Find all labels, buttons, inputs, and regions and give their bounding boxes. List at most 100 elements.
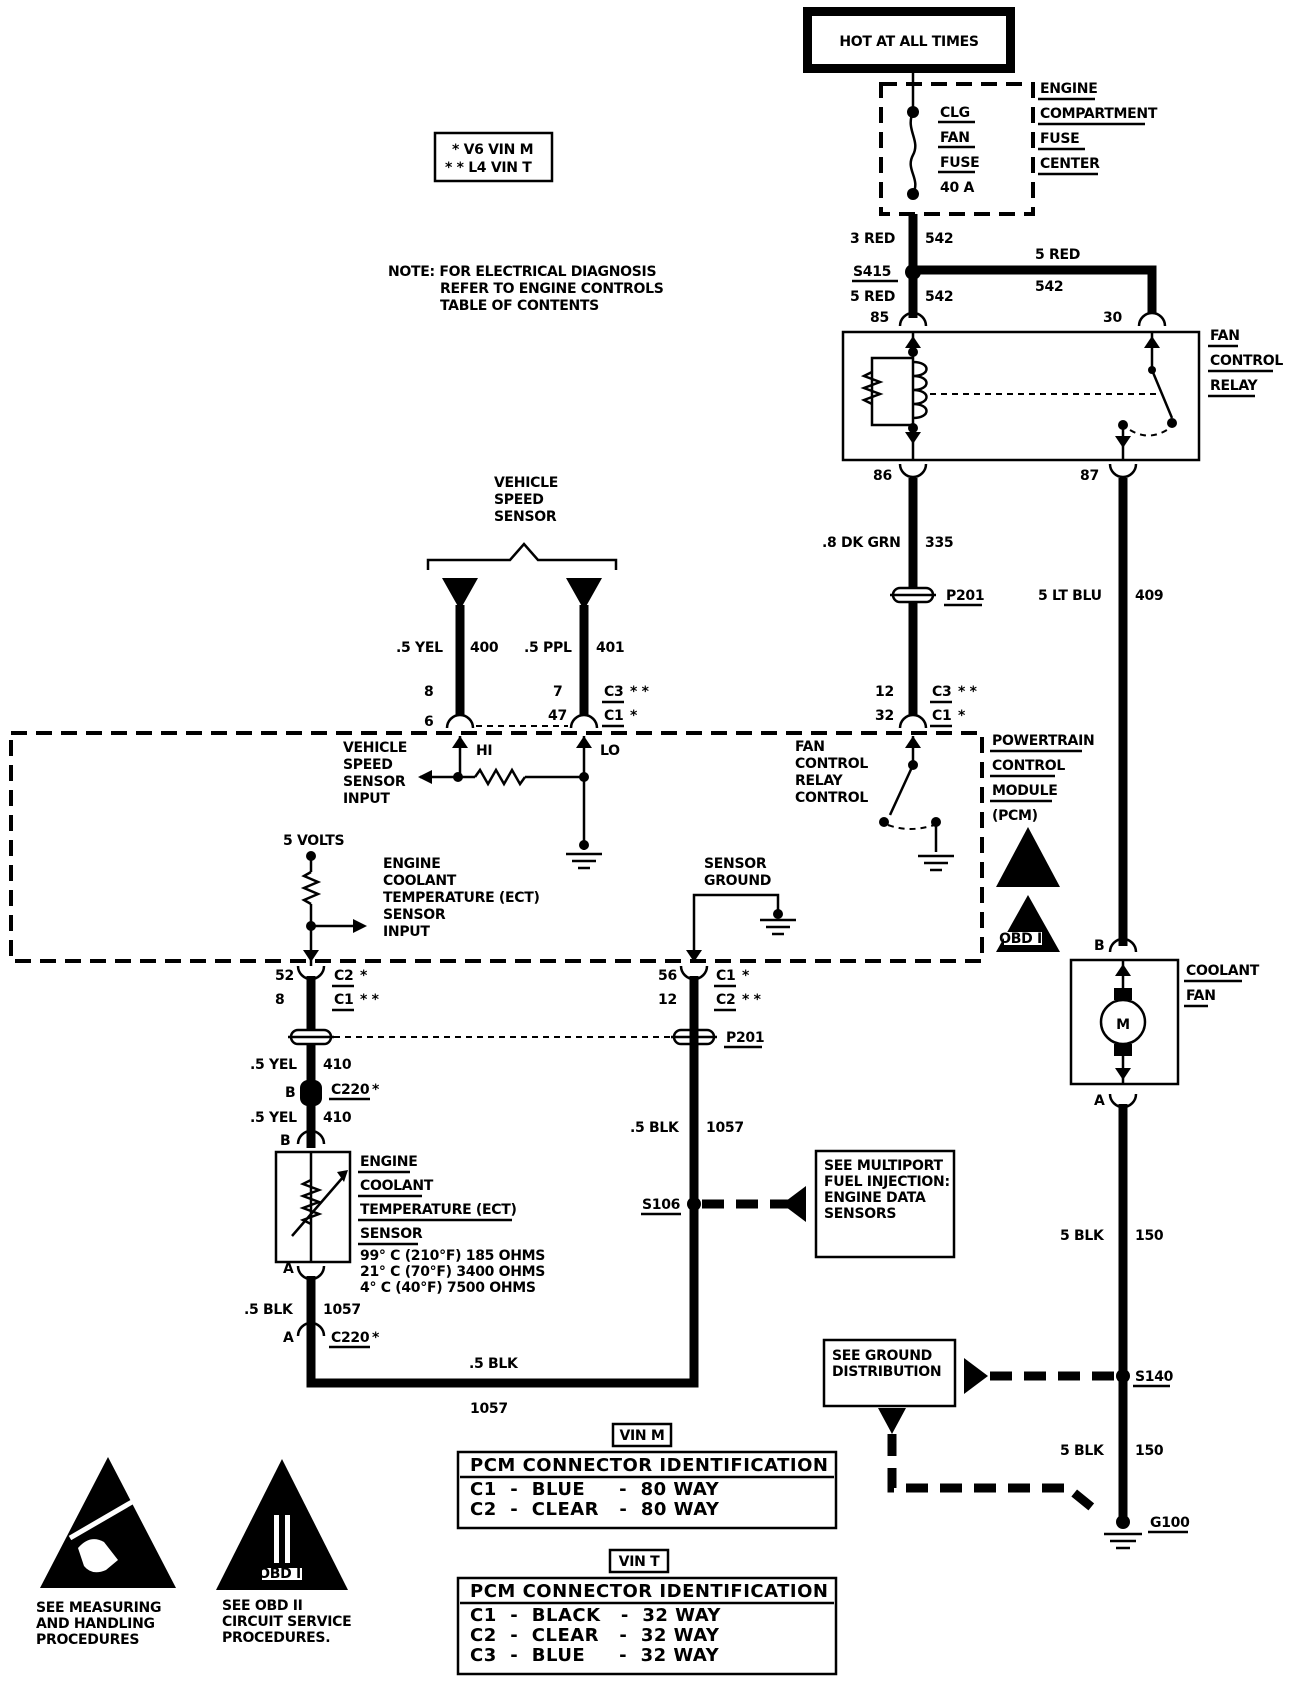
svg-text:*: *	[742, 968, 750, 984]
vss-input-label-2: SPEED	[343, 757, 393, 773]
ect-input-label-1: ENGINE	[383, 856, 440, 872]
relay-label-2: CONTROL	[1210, 353, 1283, 369]
circuit-number: 400	[470, 640, 499, 656]
vss-label-3: SENSOR	[494, 509, 557, 525]
coolant-fan-label-1: COOLANT	[1186, 963, 1260, 979]
svg-text:* *: * *	[630, 684, 650, 700]
fuse-center-label-3: FUSE	[1040, 131, 1079, 147]
fuse-label-4: 40 A	[940, 180, 974, 196]
pin-label: 12	[658, 992, 677, 1008]
fan-control-label-3: RELAY	[795, 773, 844, 789]
pcm-id-t-row-2: C2 - CLEAR - 32 WAY	[470, 1625, 720, 1646]
vss-label-2: SPEED	[494, 492, 544, 508]
splice-label-s106: S106	[642, 1197, 680, 1213]
vin-legend-1: * V6 VIN M	[452, 142, 533, 158]
wire-542-right	[913, 265, 1157, 314]
circuit-number: 150	[1135, 1443, 1164, 1459]
pin-30: 30	[1103, 310, 1122, 326]
wire-label: .5 YEL	[250, 1110, 297, 1126]
pin-86: 86	[873, 468, 892, 484]
mpfi-ref-1: SEE MULTIPORT	[824, 1158, 943, 1174]
pin-label: 7	[553, 684, 562, 700]
connector-c1: C1	[716, 968, 735, 984]
circuit-number: 150	[1135, 1228, 1164, 1244]
pin-label: 12	[875, 684, 894, 700]
vss-terminal-hi	[442, 578, 478, 610]
pcm-label-3: MODULE	[992, 783, 1058, 799]
fan-control-label-4: CONTROL	[795, 790, 868, 806]
fuse-label-2: FAN	[940, 130, 970, 146]
connector-c220: C220	[331, 1082, 370, 1098]
esd-note-1: SEE MEASURING	[36, 1600, 161, 1616]
pcm-id-t-row-1: C1 - BLACK - 32 WAY	[470, 1605, 721, 1626]
obd-small-label: OBD II	[999, 931, 1047, 947]
wire-label: 5 RED	[850, 289, 895, 305]
fuse-center-label-2: COMPARTMENT	[1040, 106, 1158, 122]
vss-label-1: VEHICLE	[494, 475, 558, 491]
note-line-3: TABLE OF CONTENTS	[440, 298, 599, 314]
svg-text:*: *	[360, 968, 368, 984]
circuit-number: 542	[925, 231, 953, 247]
esd-note-2: AND HANDLING	[36, 1616, 155, 1632]
obd-note-1: SEE OBD II	[222, 1598, 303, 1614]
circuit-number: 335	[925, 535, 953, 551]
svg-text:*: *	[958, 708, 966, 724]
vin-m-box	[611, 1422, 673, 1448]
ect-input-label-4: SENSOR	[383, 907, 446, 923]
splice-s106	[687, 1197, 701, 1211]
ect-sensor-label-3: TEMPERATURE (ECT)	[360, 1202, 517, 1218]
wire-label: 3 RED	[850, 231, 895, 247]
ect-sensor-box	[274, 1150, 352, 1264]
circuit-number: 401	[596, 640, 624, 656]
pin-label: A	[1094, 1093, 1105, 1109]
connector-label-p201: P201	[726, 1030, 764, 1046]
ground-ref-1: SEE GROUND	[832, 1348, 932, 1364]
vin-t-label: VIN T	[619, 1554, 660, 1570]
relay-label-3: RELAY	[1210, 378, 1259, 394]
motor-label: M	[1116, 1017, 1130, 1033]
circuit-number: 409	[1135, 588, 1163, 604]
circuit-number: 410	[323, 1110, 352, 1126]
connector-c3: C3	[604, 684, 623, 700]
wire-label: 5 BLK	[1060, 1228, 1105, 1244]
connector-c1: C1	[932, 708, 951, 724]
splice-label-s140: S140	[1135, 1369, 1174, 1385]
pin-85: 85	[870, 310, 889, 326]
pin-label: 52	[275, 968, 294, 984]
wire-label: 5 RED	[1035, 247, 1080, 263]
pin-label: 8	[424, 684, 433, 700]
hot-label: HOT AT ALL TIMES	[839, 34, 979, 50]
ect-sensor-label-1: ENGINE	[360, 1154, 417, 1170]
svg-text:* *: * *	[742, 992, 762, 1008]
vin-t-box	[608, 1548, 670, 1574]
obd-large-label: OBD II	[258, 1566, 306, 1582]
wire-label: 5 LT BLU	[1038, 588, 1102, 604]
vss-input-label-1: VEHICLE	[343, 740, 407, 756]
relay-label-1: FAN	[1210, 328, 1240, 344]
wire-label: .8 DK GRN	[822, 535, 901, 551]
ect-input-label-2: COOLANT	[383, 873, 457, 889]
obd-ii-icon	[216, 1459, 348, 1590]
pcm-id-title-m: PCM CONNECTOR IDENTIFICATION	[470, 1455, 829, 1476]
mpfi-ref-box	[814, 1149, 956, 1259]
fuse-label-1: CLG	[940, 105, 970, 121]
fan-control-label-1: FAN	[795, 739, 825, 755]
wire-label: .5 YEL	[250, 1057, 297, 1073]
connector-c1: C1	[604, 708, 623, 724]
pcm-id-table-t	[456, 1576, 838, 1676]
esd-note-3: PROCEDURES	[36, 1632, 139, 1648]
pin-lo: LO	[600, 743, 620, 759]
pcm-label-1: POWERTRAIN	[992, 733, 1094, 749]
pin-87: 87	[1080, 468, 1099, 484]
pcm-id-title-t: PCM CONNECTOR IDENTIFICATION	[470, 1581, 829, 1602]
vss-terminal-lo	[566, 578, 602, 610]
circuit-number: 542	[1035, 279, 1063, 295]
circuit-number: 1057	[470, 1401, 508, 1417]
ect-spec-3: 4° C (40°F) 7500 OHMS	[360, 1280, 536, 1296]
svg-text:*: *	[630, 708, 638, 724]
pin-label: 6	[424, 714, 433, 730]
esd-warning-icon	[40, 1457, 176, 1588]
pcm-id-m-row-2: C2 - CLEAR - 80 WAY	[470, 1499, 720, 1520]
pin-label: B	[1094, 938, 1104, 954]
